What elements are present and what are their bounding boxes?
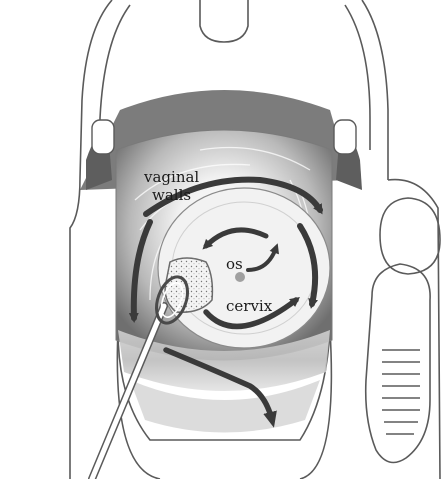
label-cervix: cervix	[226, 297, 273, 315]
arrow-inner-bottom	[203, 296, 300, 330]
swab-tool	[88, 257, 214, 479]
speculum-outline	[69, 0, 441, 479]
arrow-outer-left	[128, 219, 153, 323]
lower-wall	[118, 330, 330, 391]
swab-motion-arrows	[128, 176, 323, 428]
swab-ring	[154, 275, 190, 325]
arrow-outer-top	[143, 176, 323, 217]
label-vaginal: vaginal	[143, 168, 199, 186]
arrow-lower	[163, 347, 277, 428]
os-dot	[235, 272, 245, 282]
arrow-outer-right	[297, 223, 319, 309]
arrow-inner-top	[202, 227, 269, 250]
arrow-os	[246, 243, 279, 272]
label-os: os	[226, 255, 243, 273]
label-walls: walls	[152, 186, 191, 204]
